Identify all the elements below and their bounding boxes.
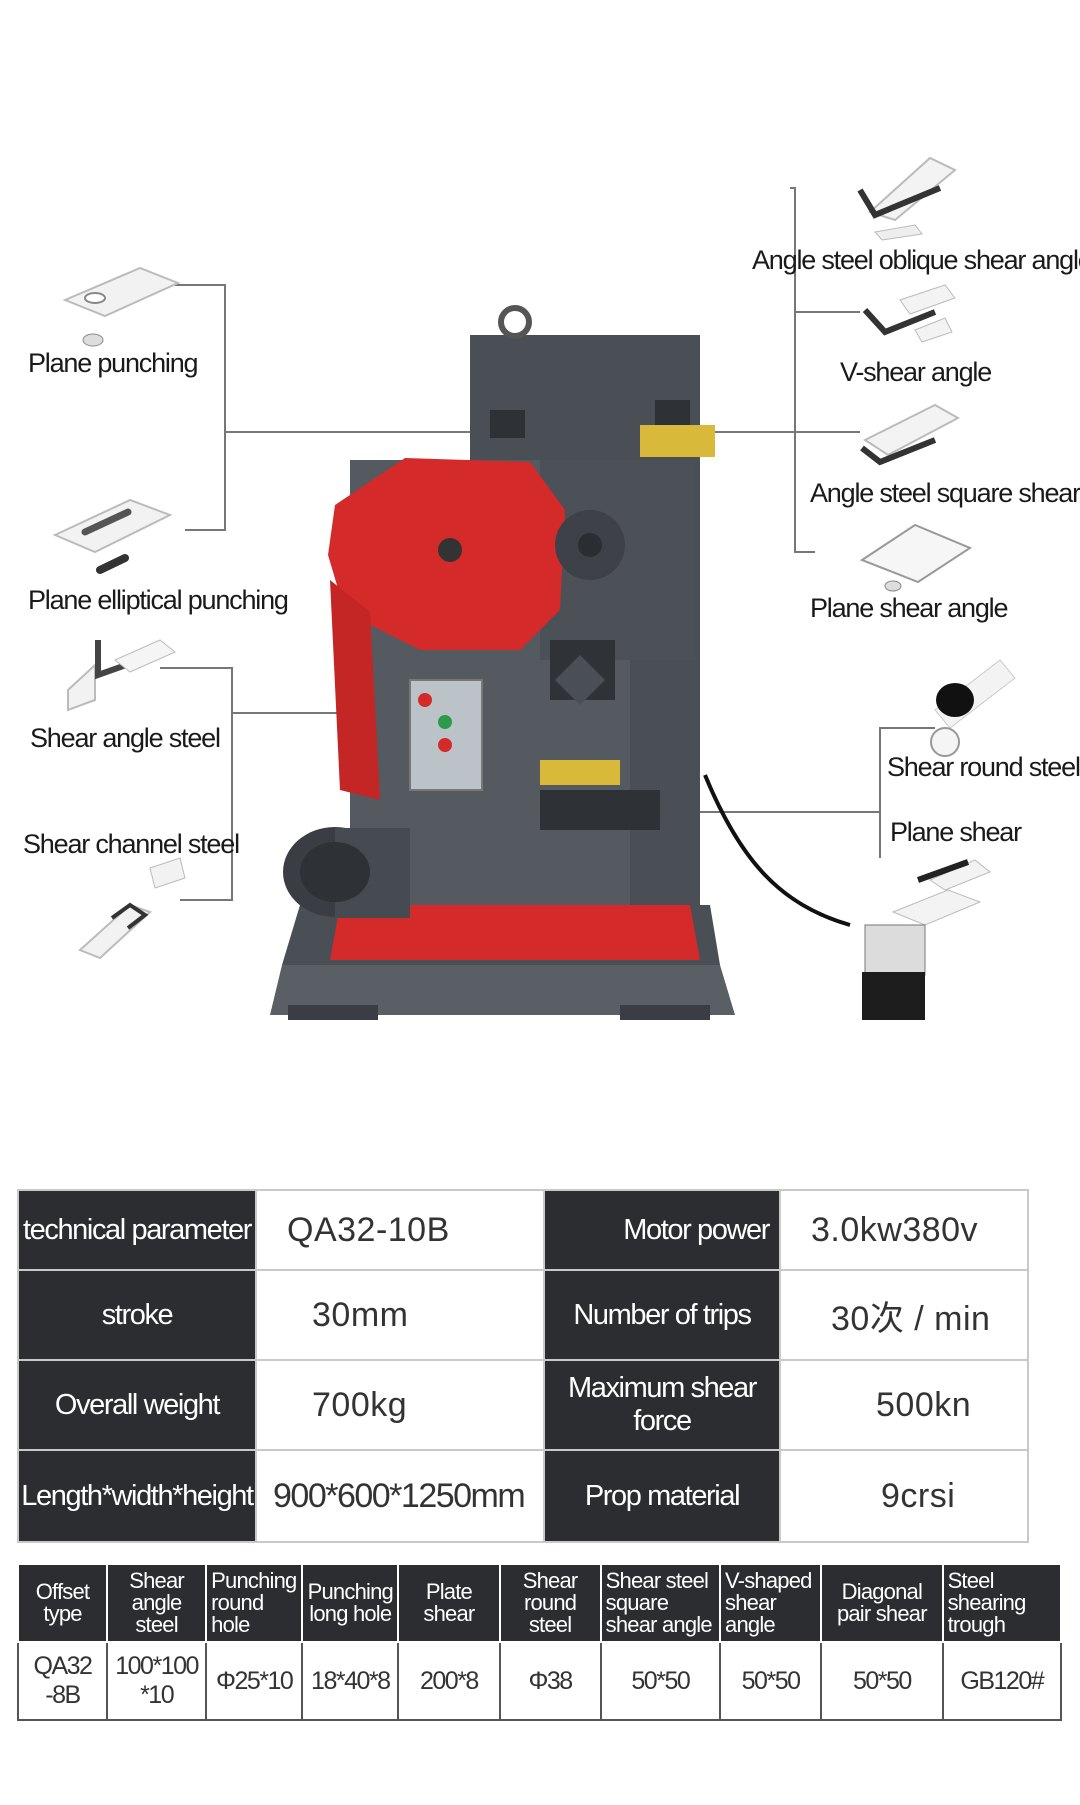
table-row: Overall weight 700kg Maximum shear force… <box>17 1359 1029 1451</box>
machine-diagram <box>52 156 1016 1020</box>
spec-key: Number of trips <box>543 1269 781 1361</box>
callout-shear-angle-steel: Shear angle steel <box>30 723 221 753</box>
spec-value: 30次 / min <box>779 1269 1029 1361</box>
table-row: technical parameter QA32-10B Motor power… <box>17 1189 1029 1271</box>
spec-value: 3.0kw380v <box>779 1189 1029 1271</box>
cell-punching-round-hole: Φ25*10 <box>205 1641 304 1721</box>
spec-value: 700kg <box>255 1359 545 1451</box>
cell-shear-angle-steel: 100*100*10 <box>106 1641 208 1721</box>
shear-angle-steel-icon <box>67 639 176 712</box>
cell-punching-long-hole: 18*40*8 <box>301 1641 400 1721</box>
spec-key: Overall weight <box>17 1359 257 1451</box>
v-shear-angle-icon <box>862 284 956 343</box>
plane-shear-icon <box>891 859 991 926</box>
spec-key: technical parameter <box>17 1189 257 1271</box>
callout-angle-steel-square: Angle steel square shears <box>810 478 1080 508</box>
spec-value: 900*600*1250mm <box>255 1449 545 1543</box>
spec-key: Maximum shear force <box>543 1359 781 1451</box>
spec-key: stroke <box>17 1269 257 1361</box>
spec-key: Prop material <box>543 1449 781 1543</box>
plane-shear-angle-icon <box>859 523 973 592</box>
spec-value: 30mm <box>255 1269 545 1361</box>
cell-model: QA32-8B <box>16 1641 109 1721</box>
shear-channel-steel-icon <box>78 857 186 960</box>
cell-diagonal-pair-shear: 50*50 <box>820 1641 944 1721</box>
spec-key: Length*width*height <box>17 1449 257 1543</box>
spec-value: 500kn <box>779 1359 1029 1451</box>
callout-plane-elliptical-punching: Plane elliptical punching <box>28 585 289 615</box>
spec-value: 9crsi <box>779 1449 1029 1543</box>
table-row: QA32-8B 100*100*10 Φ25*10 18*40*8 200*8 … <box>16 1641 1063 1721</box>
shear-round-steel-icon <box>930 659 1016 757</box>
callout-plane-shear: Plane shear <box>890 817 1022 847</box>
cell-steel-shearing-trough: GB120# <box>941 1641 1063 1721</box>
spec-table: technical parameter QA32-10B Motor power… <box>17 1189 1029 1543</box>
cell-shear-square-angle: 50*50 <box>599 1641 722 1721</box>
callout-shear-channel-steel: Shear channel steel <box>23 829 240 859</box>
callout-shear-round-steel: Shear round steel <box>887 752 1080 782</box>
table-row: Length*width*height 900*600*1250mm Prop … <box>17 1449 1029 1543</box>
table-row: stroke 30mm Number of trips 30次 / min <box>17 1269 1029 1361</box>
angle-oblique-icon <box>857 156 957 241</box>
spec-key: Motor power <box>543 1189 781 1271</box>
cell-shear-round-steel: Φ38 <box>498 1641 602 1721</box>
angle-square-icon <box>860 403 961 466</box>
plane-elliptical-icon <box>52 498 173 574</box>
ironworker-machine <box>270 305 926 1020</box>
callout-angle-steel-oblique: Angle steel oblique shear angle <box>752 245 1080 275</box>
callout-v-shear-angle: V-shear angle <box>840 357 992 387</box>
connector-lines <box>160 187 935 901</box>
cell-v-shaped-shear-angle: 50*50 <box>719 1641 823 1721</box>
spec-value: QA32-10B <box>255 1189 545 1271</box>
cell-plate-shear: 200*8 <box>397 1641 501 1721</box>
callout-plane-punching: Plane punching <box>28 348 199 378</box>
callout-plane-shear-angle: Plane shear angle <box>810 593 1008 623</box>
plane-punching-icon <box>62 266 181 347</box>
